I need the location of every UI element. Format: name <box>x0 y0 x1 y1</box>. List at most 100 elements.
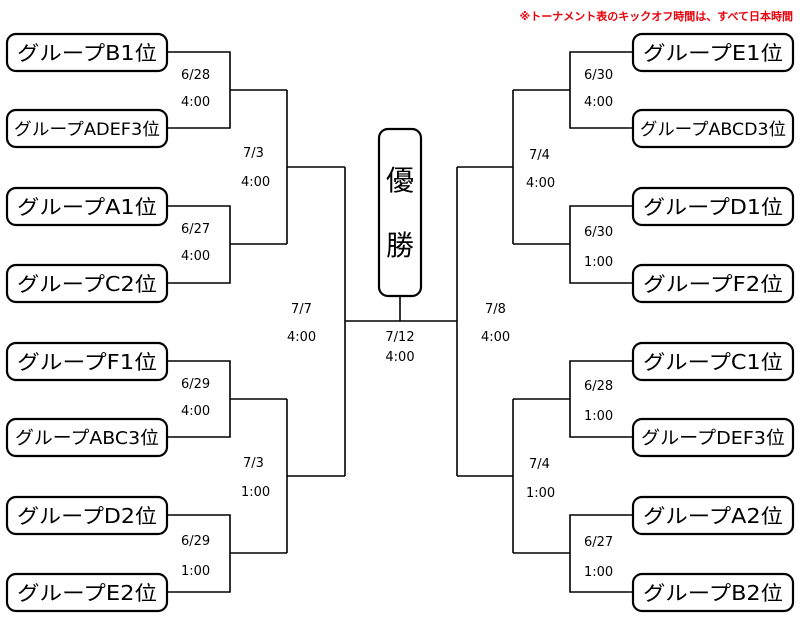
team-name: グループE1位 <box>643 41 783 65</box>
team-name: グループB2位 <box>643 581 783 605</box>
match-time: 4:00 <box>385 350 414 365</box>
match-time: 4:00 <box>584 95 613 110</box>
match-time: 1:00 <box>584 409 613 424</box>
team-slot: グループABCD3位 <box>631 108 795 149</box>
team-box <box>5 263 169 304</box>
champion-char-2: 勝 <box>386 229 414 262</box>
line-r16-right-1 <box>569 51 633 129</box>
team-name: グループC1位 <box>643 350 783 374</box>
team-slot: グループC2位 <box>5 263 169 304</box>
teams-left: グループB1位 グループADEF3位 グループA1位 グループC2位 グループF… <box>5 32 169 613</box>
team-box <box>5 572 169 613</box>
team-slot: グループABC3位 <box>5 417 169 458</box>
line-r16-left-2 <box>167 205 231 284</box>
team-name: グループABCD3位 <box>640 120 786 140</box>
match-date: 7/7 <box>291 302 312 317</box>
match-time: 1:00 <box>181 564 210 579</box>
quarter-labels: 7/3 4:00 7/3 1:00 7/4 4:00 7/4 1:00 <box>241 146 555 501</box>
match-time: 4:00 <box>181 95 210 110</box>
semi-labels: 7/7 4:00 7/8 4:00 <box>287 302 510 345</box>
team-box <box>631 186 795 227</box>
r16-left-labels: 6/28 4:00 6/27 4:00 6/29 4:00 6/29 1:00 <box>181 68 210 579</box>
line-r16-right-2 <box>569 205 633 284</box>
match-date: 6/29 <box>181 534 210 549</box>
team-slot: グループADEF3位 <box>5 108 169 149</box>
team-name: グループA2位 <box>643 504 783 528</box>
match-time: 1:00 <box>526 486 555 501</box>
team-slot: グループE2位 <box>5 572 169 613</box>
team-slot: グループC1位 <box>631 341 795 382</box>
team-name: グループD1位 <box>643 195 783 219</box>
team-box <box>5 341 169 382</box>
bracket-lines-right <box>400 51 633 593</box>
team-name: グループE2位 <box>17 581 157 605</box>
timezone-note: ※トーナメント表のキックオフ時間は、すべて日本時間 <box>520 9 793 23</box>
team-name: グループD2位 <box>17 504 157 528</box>
team-name: グループA1位 <box>17 195 157 219</box>
team-box <box>5 32 169 73</box>
team-slot: グループE1位 <box>631 32 795 73</box>
team-box <box>5 417 169 458</box>
match-date: 7/12 <box>385 330 414 345</box>
match-time: 4:00 <box>481 330 510 345</box>
line-r16-right-3 <box>569 360 633 438</box>
match-date: 6/27 <box>584 535 613 550</box>
match-date: 7/3 <box>243 146 264 161</box>
match-time: 4:00 <box>181 249 210 264</box>
match-time: 4:00 <box>526 176 555 191</box>
team-name: グループF2位 <box>643 272 783 296</box>
match-time: 4:00 <box>181 404 210 419</box>
line-r16-left-3 <box>167 360 231 438</box>
team-box <box>631 417 795 458</box>
champion-frame <box>377 127 423 298</box>
match-time: 4:00 <box>287 330 316 345</box>
match-time: 1:00 <box>241 485 270 500</box>
line-r16-right-4 <box>569 514 633 593</box>
champion-char-1: 優 <box>386 164 414 197</box>
match-date: 6/30 <box>584 68 613 83</box>
team-name: グループDEF3位 <box>641 428 785 449</box>
team-name: グループF1位 <box>17 350 157 374</box>
match-date: 6/27 <box>181 222 210 237</box>
team-box <box>631 108 795 149</box>
champion-box: 優 勝 <box>377 127 423 321</box>
team-slot: グループB2位 <box>631 572 795 613</box>
match-time: 1:00 <box>584 255 613 270</box>
match-time: 1:00 <box>584 565 613 580</box>
team-box <box>631 32 795 73</box>
bracket-lines-left <box>167 51 400 593</box>
team-slot: グループF1位 <box>5 341 169 382</box>
team-box <box>5 108 169 149</box>
team-name: グループADEF3位 <box>14 120 160 140</box>
team-name: グループC2位 <box>17 272 157 296</box>
line-r16-left-1 <box>167 51 231 129</box>
team-box <box>631 341 795 382</box>
team-box <box>5 495 169 536</box>
final-labels: 7/12 4:00 <box>385 330 414 365</box>
match-time: 4:00 <box>241 175 270 190</box>
match-date: 6/28 <box>584 379 613 394</box>
team-slot: グループD2位 <box>5 495 169 536</box>
r16-right-labels: 6/30 4:00 6/30 1:00 6/28 1:00 6/27 1:00 <box>584 68 613 580</box>
team-slot: グループDEF3位 <box>631 417 795 458</box>
teams-right: グループE1位 グループABCD3位 グループD1位 グループF2位 グループC… <box>631 32 795 613</box>
match-date: 7/8 <box>485 302 506 317</box>
match-date: 6/28 <box>181 68 210 83</box>
match-date: 6/29 <box>181 377 210 392</box>
team-slot: グループF2位 <box>631 263 795 304</box>
team-box <box>631 263 795 304</box>
team-slot: グループA1位 <box>5 186 169 227</box>
match-date: 7/4 <box>529 148 550 163</box>
team-box <box>631 572 795 613</box>
line-r16-left-4 <box>167 514 231 593</box>
team-name: グループABC3位 <box>15 428 159 449</box>
team-box <box>5 186 169 227</box>
team-slot: グループB1位 <box>5 32 169 73</box>
team-slot: グループD1位 <box>631 186 795 227</box>
match-date: 7/3 <box>243 456 264 471</box>
match-date: 7/4 <box>529 457 550 472</box>
match-date: 6/30 <box>584 225 613 240</box>
team-box <box>631 495 795 536</box>
team-slot: グループA2位 <box>631 495 795 536</box>
